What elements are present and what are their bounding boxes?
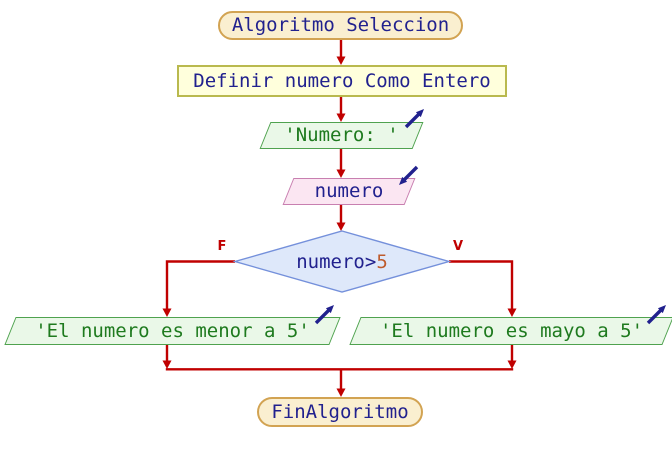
arrowhead [336, 113, 346, 122]
edge-decision-false [165, 260, 235, 309]
arrowhead [162, 360, 172, 369]
prompt-output-node[interactable]: 'Numero: ' [259, 122, 424, 149]
end-node[interactable]: FinAlgoritmo [257, 397, 423, 427]
output-arrow-icon [314, 305, 334, 325]
arrowhead [336, 169, 346, 178]
decision-node-shape[interactable] [232, 230, 452, 293]
edge-arrowheads [162, 56, 517, 397]
start-node-label: Algoritmo Seleccion [231, 14, 450, 36]
output-false-node[interactable]: 'El numero es menor a 5' [4, 317, 341, 345]
declare-node[interactable]: Definir numero Como Entero [177, 65, 507, 97]
arrowhead [507, 308, 517, 317]
end-node-label: FinAlgoritmo [271, 400, 409, 423]
prompt-output-label: 'Numero: ' [284, 124, 399, 146]
branch-false-label: F [217, 239, 227, 254]
output-arrow-icon [404, 109, 424, 129]
arrowhead [336, 222, 346, 231]
branch-true-label: V [452, 239, 464, 254]
start-node[interactable]: Algoritmo Seleccion [218, 11, 463, 40]
output-arrow-icon [646, 305, 666, 325]
arrowhead [336, 56, 346, 65]
declare-node-label: Definir numero Como Entero [193, 69, 491, 92]
arrowhead [336, 388, 346, 397]
output-false-label: 'El numero es menor a 5' [35, 319, 310, 342]
decision-expression: numero> [296, 250, 377, 273]
input-node-label: numero [314, 180, 384, 202]
edge-decision-true [449, 260, 514, 309]
edges-red [165, 40, 514, 389]
arrowhead [162, 308, 172, 317]
input-node[interactable]: numero [282, 178, 416, 205]
input-arrow-icon [399, 165, 419, 185]
arrowhead [507, 360, 517, 369]
output-true-node[interactable]: 'El numero es mayo a 5' [349, 317, 672, 345]
output-true-label: 'El numero es mayo a 5' [379, 319, 644, 342]
decision-node-label[interactable]: numero>5 [242, 248, 442, 275]
decision-literal: 5 [376, 250, 388, 273]
